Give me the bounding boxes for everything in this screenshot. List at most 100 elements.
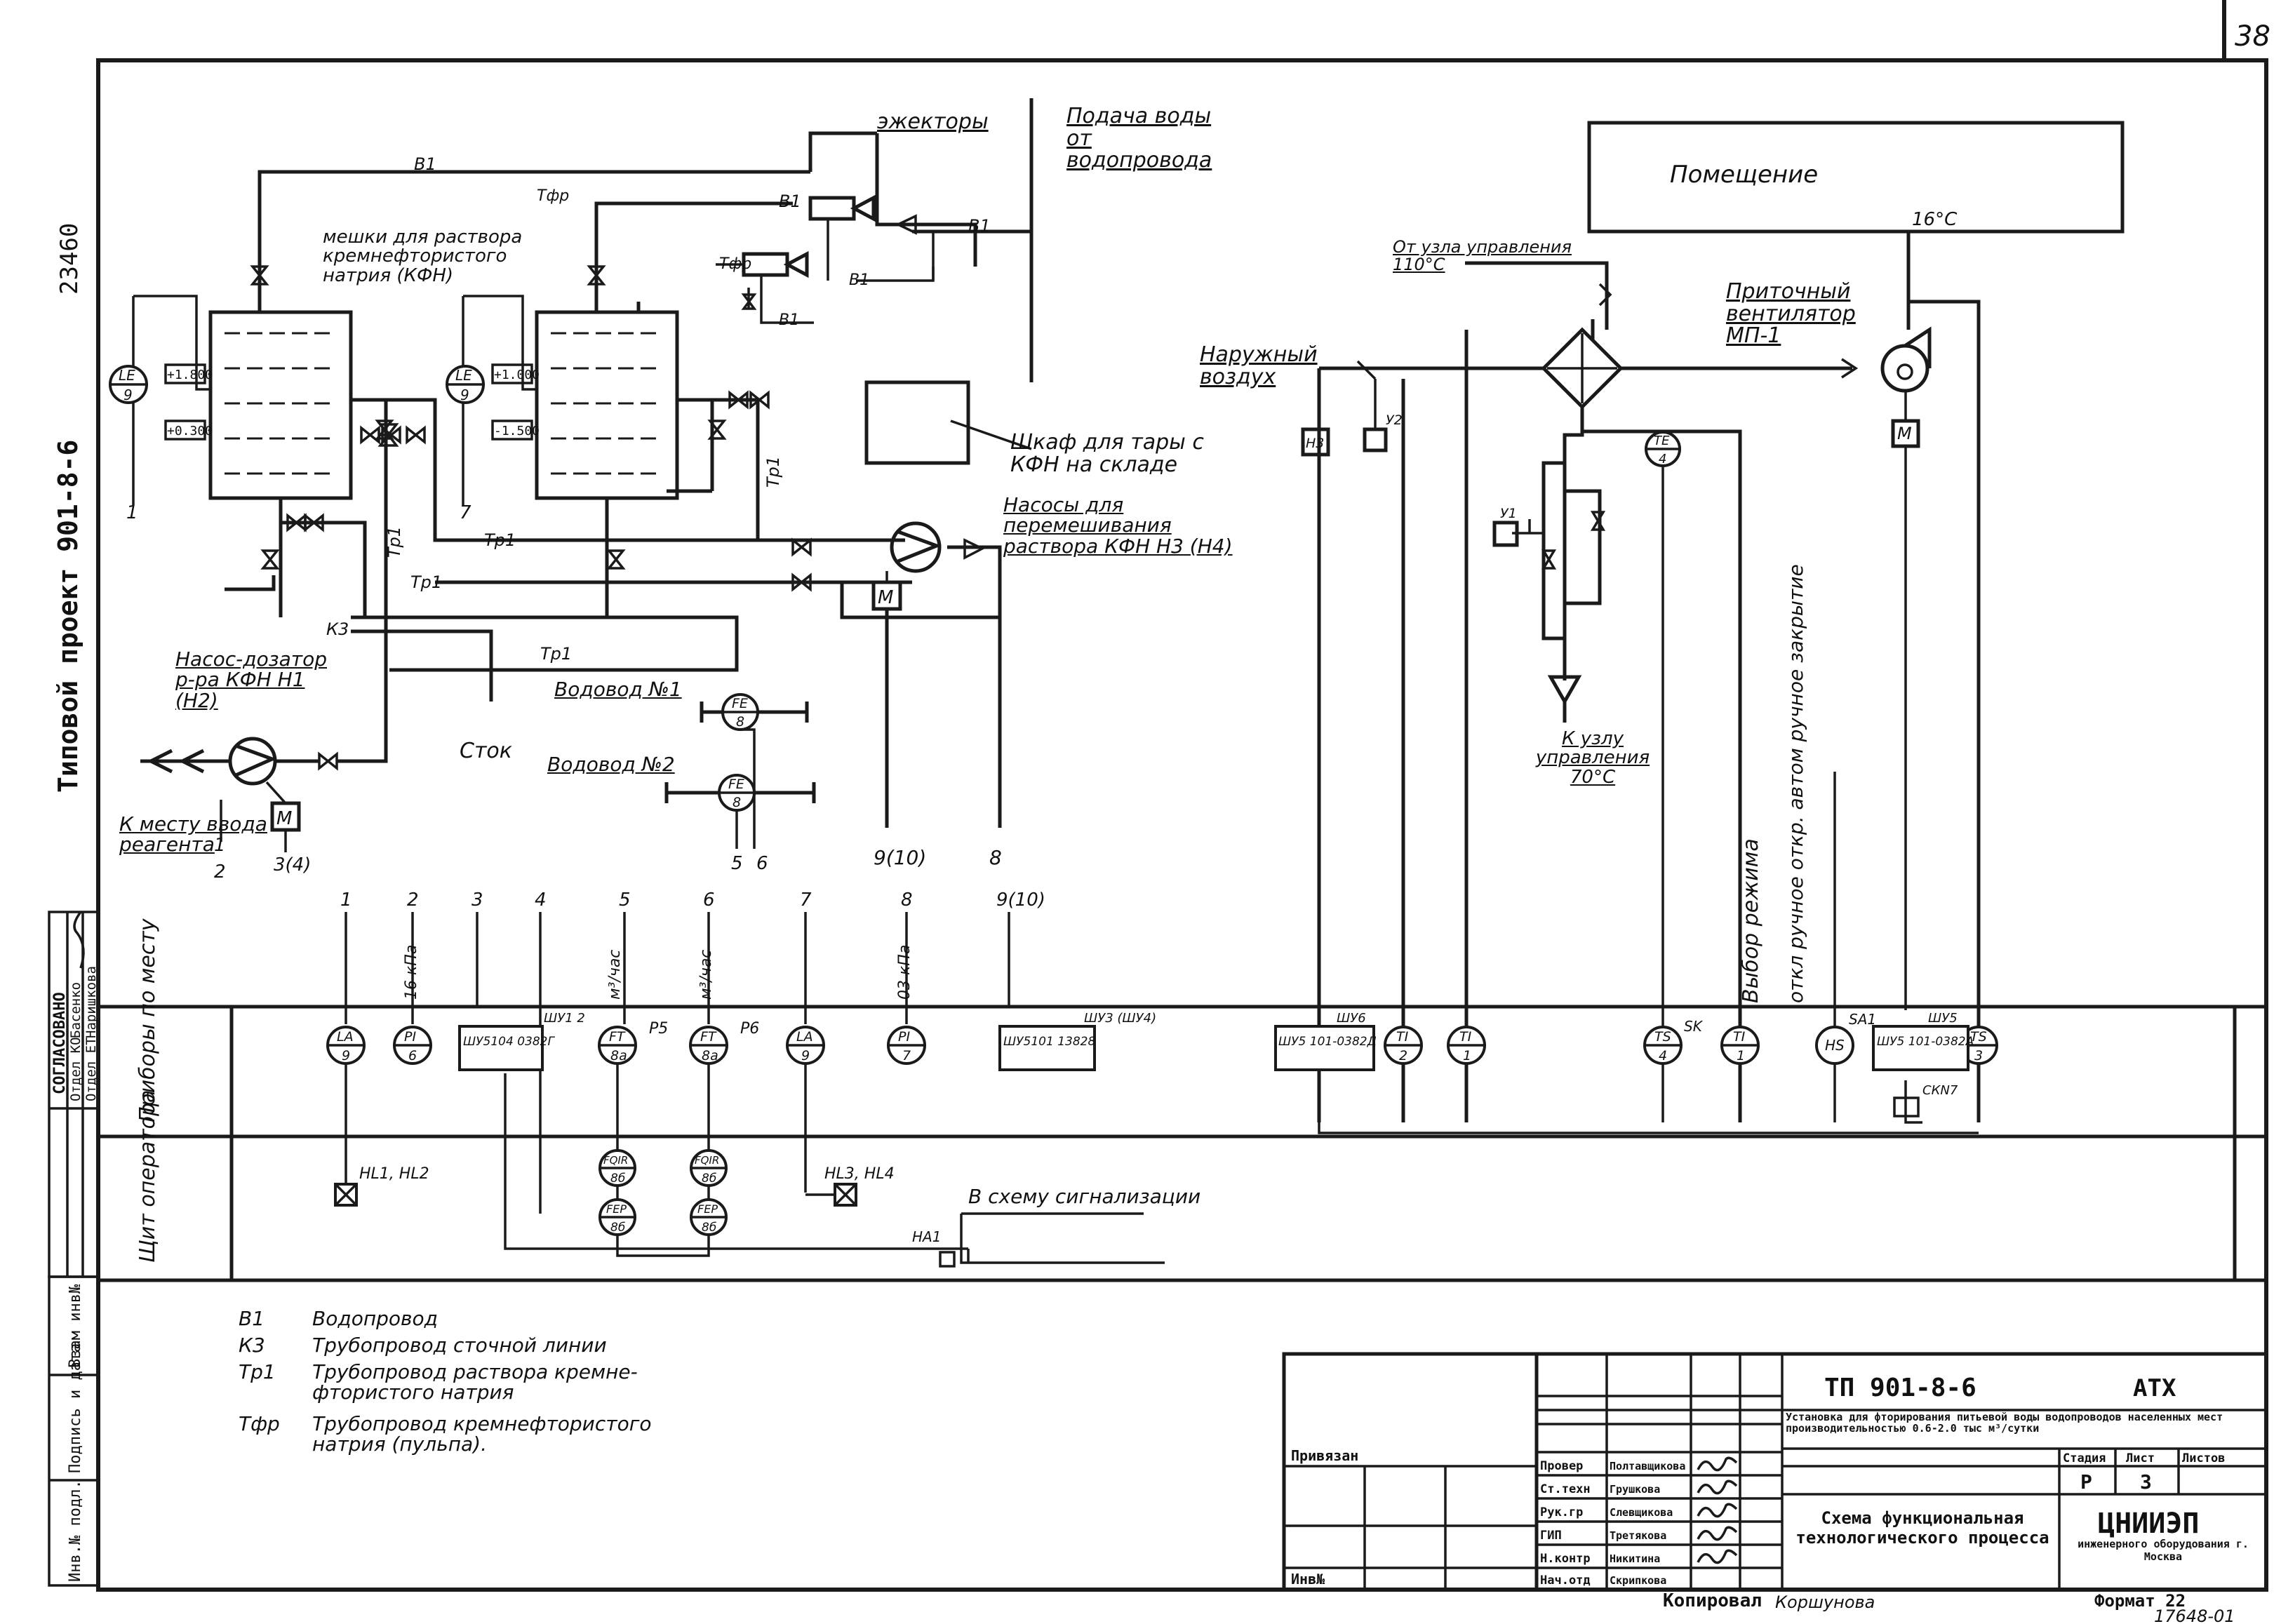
inst-ti-1-a: TI 1 (1447, 1026, 1486, 1065)
side-strip: Типовой проект 901-8-6 23460 СОГЛАСОВАНО… (48, 223, 100, 1587)
sheet-number: 38 (2235, 20, 2270, 53)
svg-text:Н3: Н3 (1306, 436, 1324, 451)
panel-fqir-b: FQIR 8б (690, 1149, 728, 1187)
panel-fep-a: FEP 8б (598, 1198, 636, 1236)
svg-text:TI: TI (1733, 1029, 1746, 1045)
svg-text:PI: PI (404, 1029, 416, 1045)
level-mark-2: +0.300 (167, 424, 213, 438)
svg-text:8а: 8а (702, 1048, 718, 1063)
svg-text:2: 2 (1399, 1048, 1407, 1063)
svg-text:8: 8 (733, 795, 741, 810)
tb-name-5: Никитина (1610, 1552, 1660, 1565)
svg-text:1: 1 (1463, 1048, 1471, 1063)
valves (250, 214, 985, 771)
inst-pi-6: PI 6 (393, 1026, 432, 1065)
lamp-label-2: HL3, HL4 (824, 1165, 895, 1183)
svg-text:TS: TS (1970, 1029, 1987, 1045)
svg-text:LE: LE (455, 367, 472, 384)
tb-role-2: Ст.техн (1540, 1482, 1591, 1496)
inst-pi-7: PI 7 (887, 1026, 926, 1065)
svg-text:ШУ5: ШУ5 (1928, 1011, 1958, 1026)
svg-text:8б: 8б (702, 1172, 716, 1186)
panel-fep-b: FEP 8б (690, 1198, 728, 1236)
tb-code: ТП 901-8-6 (1824, 1374, 1976, 1402)
cabinet-box (864, 380, 970, 465)
mixing-pump (871, 521, 1002, 828)
te-instrument: TE 4 (1645, 431, 1681, 467)
inst-ti-1-b: TI 1 (1720, 1026, 1760, 1065)
agreed-title: СОГЛАСОВАНО (51, 992, 69, 1094)
agreed-dept-2: Отдел ЕТ (83, 1037, 99, 1101)
svg-text:9: 9 (460, 387, 469, 403)
inst-ts-4: TS 4 (1643, 1026, 1683, 1065)
side-cell-3: Инв.№ подл. (67, 1479, 84, 1582)
side-cell-1: Взам инв№ (67, 1284, 84, 1368)
le-instrument-right: LE 9 (446, 365, 485, 404)
point-tag-p5: Р5 (649, 1020, 668, 1038)
level-mark-4: -1.500 (494, 424, 540, 438)
tb-org-sub: инженерного оборудования г. Москва (2078, 1538, 2249, 1563)
le-instrument-left: LE 9 (109, 365, 148, 404)
svg-text:У1: У1 (1500, 506, 1517, 521)
motor-label-mix: М (878, 587, 893, 608)
tag-h3: Н3 (1301, 427, 1330, 457)
svg-text:ШУ5 101-0382А: ШУ5 101-0382А (1877, 1035, 1974, 1049)
instrument-table (98, 1005, 2266, 1282)
svg-text:3: 3 (1974, 1048, 1983, 1063)
inst-la-9-b: LA 9 (786, 1026, 825, 1065)
side-cell-2: Подпись и дата (67, 1343, 84, 1473)
horn-label: HA1 (912, 1228, 941, 1245)
inst-la-9-a: LA 9 (326, 1026, 366, 1065)
svg-text:LA: LA (796, 1029, 813, 1045)
svg-text:FEP: FEP (606, 1202, 627, 1216)
tb-section: АТХ (2133, 1374, 2176, 1402)
tb-description-wrap: Установка для фторирования питьевой воды… (1786, 1411, 2223, 1435)
tb-drawing-title-wrap: Схема функциональная технологического пр… (1795, 1508, 2049, 1548)
svg-text:6: 6 (408, 1048, 417, 1063)
tank-left (164, 310, 353, 500)
tag-y2: У2 (1363, 412, 1403, 452)
tb-name-1: Полтавщикова (1610, 1460, 1685, 1472)
point-tag-ckn7: СКN7 (1922, 1083, 1958, 1098)
box-shu-6: ШУ5 101-0382Д ШУ6 (1274, 1011, 1377, 1071)
fe-water-2: FE 8 (664, 774, 816, 812)
box-shu-3: ШУ5101 13828 ШУ3 (ШУ4) (998, 1011, 1156, 1071)
motor-label-fan: М (1897, 424, 1912, 443)
tb-org: ЦНИИЭП (2098, 1508, 2200, 1540)
tb-sheet-header: Лист (2126, 1451, 2155, 1465)
svg-text:8а: 8а (610, 1048, 627, 1063)
signature-scribbles (73, 911, 1738, 1564)
lamp-label-1: HL1, HL2 (359, 1165, 429, 1183)
svg-text:8б: 8б (610, 1221, 625, 1235)
room-box (1587, 121, 2125, 234)
tb-role-3: Рук.гр (1540, 1505, 1583, 1519)
svg-text:4: 4 (1659, 452, 1666, 467)
alarm-label: В схему сигнализации (968, 1185, 1200, 1208)
tb-sheets-header: Листов (2182, 1451, 2225, 1465)
svg-text:9: 9 (342, 1048, 350, 1063)
tb-roles: Провер Полтавщикова Ст.техн Грушкова Рук… (1540, 1459, 1685, 1588)
side-inventory-label: 23460 (55, 223, 83, 295)
tb-description: Установка для фторирования питьевой воды… (1786, 1411, 2223, 1435)
svg-text:TS: TS (1654, 1029, 1671, 1045)
tb-org-sub-wrap: инженерного оборудования г. Москва (2078, 1538, 2249, 1563)
svg-text:FE: FE (732, 696, 748, 711)
box-shu-1: ШУ5104 0382Г ШУ1 2 (458, 1011, 585, 1071)
svg-text:TE: TE (1654, 434, 1670, 448)
svg-text:TI: TI (1396, 1029, 1409, 1045)
svg-text:ШУ5104 0382Г: ШУ5104 0382Г (463, 1035, 555, 1049)
tb-copier: Коршунова (1775, 1592, 1875, 1612)
tb-role-4: ГИП (1540, 1529, 1562, 1543)
sheet-frame (96, 58, 2268, 1592)
tb-copied: Копировал (1663, 1590, 1762, 1611)
title-block-lines (1282, 1352, 2268, 1592)
row-label-panel: Щит оператора (135, 1090, 160, 1263)
svg-text:LA: LA (337, 1029, 354, 1045)
inst-ft-8a-b: FT 8а (689, 1026, 728, 1065)
svg-text:1: 1 (1737, 1048, 1745, 1063)
tb-sheet: 3 (2140, 1470, 2152, 1494)
agreed-dept-1: Отдел КО (68, 1037, 83, 1101)
svg-text:ШУ5101 13828: ШУ5101 13828 (1003, 1035, 1095, 1049)
svg-text:PI: PI (898, 1029, 910, 1045)
svg-text:ШУ1 2: ШУ1 2 (544, 1011, 585, 1026)
